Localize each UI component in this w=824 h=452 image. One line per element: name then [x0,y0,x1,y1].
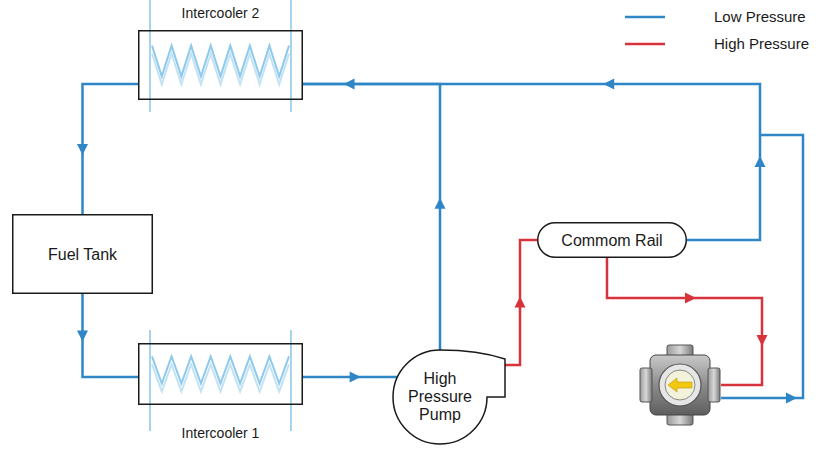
arrowhead [603,79,614,90]
injector-feed-arrowheads-part [685,293,696,304]
injector-return-line-part [721,135,803,398]
coil-line [152,54,289,85]
injector-return-arrowhead [786,393,797,404]
tank-box: Fuel Tank [12,214,153,294]
injector-valve-symbol-part [665,370,695,400]
legend-label: High Pressure [714,35,809,53]
tank-outline [13,215,153,294]
node-outline [138,343,303,405]
injector-return-line [721,135,803,398]
coolant-pipe [149,0,151,112]
component-label: Commom Rail [561,231,662,250]
coolant-pipe [290,0,292,112]
legend-samples-part [625,16,665,19]
arrowhead [77,331,88,342]
rail-outline [538,223,687,258]
arrowhead [515,297,526,308]
flow-connector-group [303,79,446,351]
injector-feed-arrowheads [685,293,768,347]
intercooler-box: Intercooler 2 [138,30,303,100]
injector-valve-symbol-part [668,378,692,392]
coil-line [152,46,289,77]
coolant-pipes [150,330,291,431]
cooling-coil [152,356,289,391]
legend-label: Low Pressure [714,8,806,26]
arrowhead [350,372,361,383]
flow-line [83,294,139,377]
legend-samples-part [625,43,665,46]
component-label: Intercooler 1 [138,425,303,442]
flow-connector-group [303,79,766,241]
component-label: High Pressure Pump [404,370,476,424]
flow-line [83,84,139,214]
coolant-pipe [290,330,292,431]
flow-line [303,84,760,240]
flow-connector-group [77,294,138,377]
injector-valve-symbol [640,345,720,425]
injector-valve-symbol-part [650,355,710,415]
injector-valve-symbol-part [659,364,701,406]
component-label: Fuel Tank [48,245,117,264]
pump-volute [393,350,505,444]
node-outline [138,30,303,100]
intercooler-box: Intercooler 1 [138,343,303,405]
coil-line [152,364,289,391]
component-label: Intercooler 2 [138,5,303,22]
legend-samples [625,17,665,44]
injector-return-arrowhead-part [786,393,797,404]
flow-line [303,84,440,350]
intercooler-outline [139,31,303,100]
rail-pill: Commom Rail [537,222,687,258]
injector-feed-arrowheads-part [757,335,768,346]
arrowhead [77,144,88,155]
injector-valve-symbol-part [640,368,652,402]
flow-connector-group [77,84,138,214]
intercooler-outline [139,344,303,405]
arrowhead [435,198,446,209]
coolant-pipe [149,330,151,431]
cooling-coil [152,46,289,85]
arrowhead [755,156,766,167]
pump-shape: High Pressure Pump [383,345,508,445]
injector-valve-symbol-part [708,368,720,402]
flow-connector-group [303,372,397,383]
flow-line [505,240,537,365]
flow-connector-group [505,240,537,365]
